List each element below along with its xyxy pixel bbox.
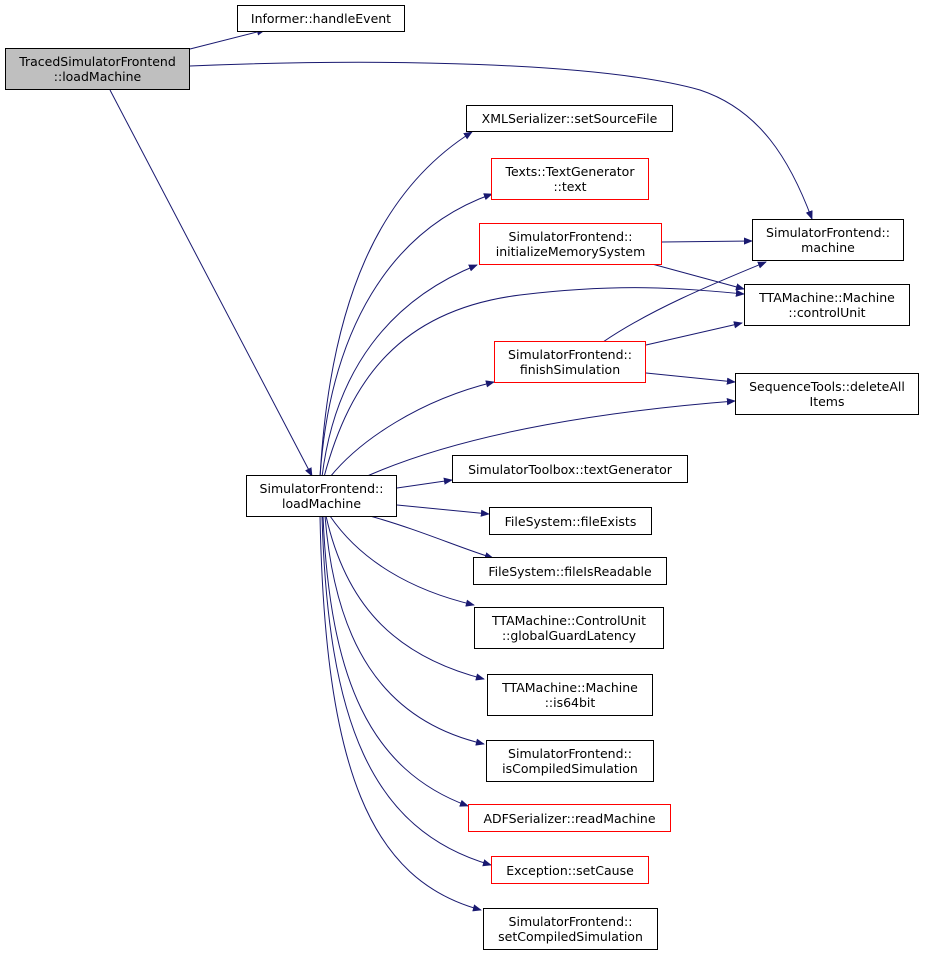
node-label: SimulatorToolbox::textGenerator — [468, 461, 672, 477]
edge-traced-to-sim-load — [109, 89, 313, 477]
edge-finish-sim-to-machine — [602, 261, 767, 343]
node-machine-control-unit[interactable]: TTAMachine::Machine ::controlUnit — [744, 284, 910, 326]
node-finish-simulation[interactable]: SimulatorFrontend:: finishSimulation — [494, 341, 646, 383]
node-label-line1: SimulatorFrontend:: — [508, 347, 632, 362]
node-label: Exception::setCause — [506, 862, 634, 878]
edge-load-to-set-source-file — [319, 131, 473, 478]
edge-load-to-init-memory — [321, 264, 478, 478]
edge-load-to-is-compiled — [324, 515, 485, 746]
edge-init-memory-to-control-unit — [651, 263, 745, 291]
node-label-line1: SimulatorFrontend:: — [508, 229, 633, 244]
node-is-compiled-simulation[interactable]: SimulatorFrontend:: isCompiledSimulation — [486, 740, 654, 782]
node-label-line2: ::loadMachine — [53, 69, 142, 84]
node-initialize-memory-system[interactable]: SimulatorFrontend:: initializeMemorySyst… — [479, 223, 662, 265]
node-label-line1: TTAMachine::ControlUnit — [491, 613, 646, 628]
node-simulator-toolbox-text-generator[interactable]: SimulatorToolbox::textGenerator — [452, 455, 688, 483]
node-label-line1: SimulatorFrontend:: — [508, 914, 633, 929]
edge-traced-to-handle-event — [189, 28, 266, 50]
node-label-line2: loadMachine — [281, 496, 362, 511]
node-label-line1: TTAMachine::Machine — [502, 680, 638, 695]
edge-finish-sim-to-delete-all — [645, 372, 736, 385]
node-text-generator-text[interactable]: Texts::TextGenerator ::text — [491, 158, 649, 200]
node-label-line2: finishSimulation — [519, 362, 621, 377]
node-label-line1: SimulatorFrontend:: — [259, 481, 384, 496]
edge-traced-to-machine — [189, 61, 813, 220]
node-exception-set-cause[interactable]: Exception::setCause — [491, 856, 649, 884]
edge-load-to-read-machine — [322, 515, 469, 807]
node-informer-handle-event[interactable]: Informer::handleEvent — [237, 5, 405, 32]
node-label-line1: Texts::TextGenerator — [505, 164, 635, 179]
node-sequence-tools-delete-all-items[interactable]: SequenceTools::deleteAll Items — [735, 373, 919, 415]
node-label-line2: ::is64bit — [544, 695, 596, 710]
node-label: FileSystem::fileIsReadable — [488, 563, 652, 579]
edge-load-to-text-generator — [396, 477, 453, 489]
node-file-system-file-exists[interactable]: FileSystem::fileExists — [489, 507, 652, 535]
node-label-line1: SimulatorFrontend:: — [508, 746, 632, 761]
node-label-line2: ::globalGuardLatency — [501, 628, 637, 643]
node-xml-serializer-set-source-file[interactable]: XMLSerializer::setSourceFile — [466, 105, 673, 132]
node-label-line2: ::controlUnit — [788, 305, 866, 320]
node-label-line2: Items — [809, 394, 845, 409]
node-label-line2: setCompiledSimulation — [498, 929, 643, 944]
node-label-line1: TTAMachine::Machine — [759, 290, 895, 305]
node-label-line2: isCompiledSimulation — [502, 761, 638, 776]
edge-load-to-delete-all — [364, 398, 736, 478]
edge-load-to-finish-sim — [329, 380, 495, 478]
edge-load-to-guard-latency — [329, 515, 475, 607]
edge-load-to-text — [319, 193, 493, 478]
node-traced-simulator-frontend-load-machine[interactable]: TracedSimulatorFrontend ::loadMachine — [5, 48, 190, 90]
node-adf-serializer-read-machine[interactable]: ADFSerializer::readMachine — [468, 804, 671, 832]
node-machine-is64bit[interactable]: TTAMachine::Machine ::is64bit — [487, 674, 653, 716]
edge-finish-sim-to-control-unit — [645, 321, 743, 346]
node-label-line1: TracedSimulatorFrontend — [19, 54, 176, 69]
node-simulator-frontend-machine[interactable]: SimulatorFrontend:: machine — [752, 219, 904, 261]
node-label: FileSystem::fileExists — [504, 513, 637, 529]
node-set-compiled-simulation[interactable]: SimulatorFrontend:: setCompiledSimulatio… — [483, 908, 658, 950]
node-label: Informer::handleEvent — [250, 11, 392, 26]
edge-load-to-is64bit — [325, 515, 485, 681]
node-file-system-file-is-readable[interactable]: FileSystem::fileIsReadable — [473, 557, 667, 585]
node-label-line1: SequenceTools::deleteAll — [749, 379, 905, 394]
node-control-unit-global-guard-latency[interactable]: TTAMachine::ControlUnit ::globalGuardLat… — [474, 607, 664, 649]
node-label: ADFSerializer::readMachine — [483, 810, 656, 826]
edge-load-to-set-compiled — [319, 515, 482, 912]
node-label: XMLSerializer::setSourceFile — [481, 111, 658, 126]
node-label-line2: ::text — [553, 179, 587, 194]
edge-load-to-file-readable — [369, 515, 494, 560]
edge-init-memory-to-machine — [661, 237, 753, 245]
node-simulator-frontend-load-machine[interactable]: SimulatorFrontend:: loadMachine — [246, 475, 397, 517]
edge-load-to-set-cause — [321, 515, 492, 867]
edge-load-to-file-exists — [396, 504, 490, 517]
node-label-line2: machine — [801, 240, 855, 255]
edge-load-to-control-unit — [323, 287, 745, 478]
node-label-line2: initializeMemorySystem — [495, 244, 646, 259]
node-label-line1: SimulatorFrontend:: — [766, 225, 890, 240]
